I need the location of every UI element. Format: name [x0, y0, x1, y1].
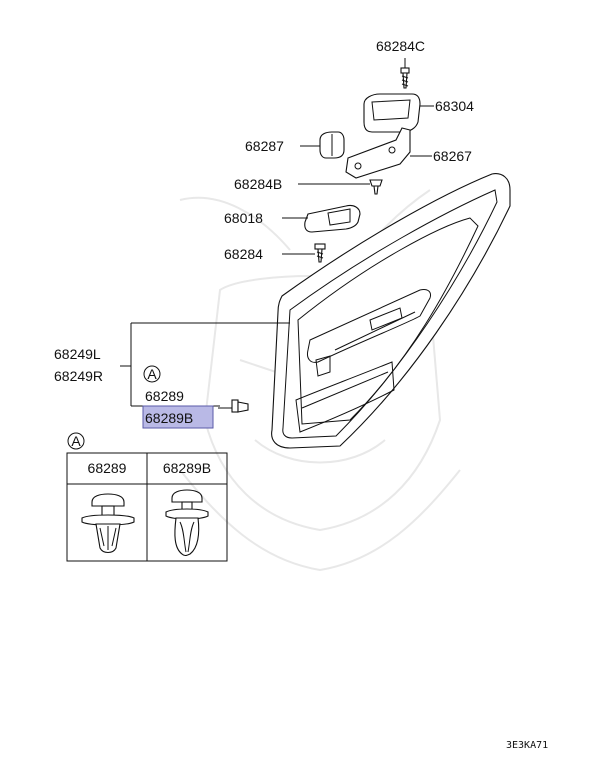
label-68267: 68267	[433, 148, 472, 164]
table-callout-a: A	[67, 432, 85, 450]
label-68284: 68284	[224, 246, 263, 262]
label-68249R: 68249R	[54, 368, 103, 384]
clip-68289	[218, 399, 249, 413]
table-callout-letter: A	[71, 433, 81, 449]
label-68249L: 68249L	[54, 346, 101, 362]
label-68284C: 68284C	[376, 38, 425, 54]
clip-68287	[300, 131, 345, 159]
screw-68284C	[400, 58, 410, 89]
screw-68284	[282, 243, 326, 263]
label-68289B: 68289B	[145, 410, 193, 426]
label-68304: 68304	[435, 98, 474, 114]
table-header-68289B: 68289B	[163, 460, 211, 476]
label-68289: 68289	[145, 388, 184, 404]
callout-a-letter: A	[147, 366, 157, 382]
handle-68018	[282, 204, 361, 233]
label-68284B: 68284B	[234, 176, 282, 192]
clip-68289-detail	[81, 493, 135, 554]
screw-68284B	[298, 179, 383, 195]
clip-table: A 68289 68289B	[66, 432, 228, 562]
label-68287: 68287	[245, 138, 284, 154]
drawing-code: 3E3KA71	[506, 740, 548, 751]
highlight-68289B	[142, 405, 214, 429]
table-header-68289: 68289	[88, 460, 127, 476]
bezel-68304	[363, 93, 434, 133]
bracket-68267	[345, 127, 432, 179]
label-68018: 68018	[224, 210, 263, 226]
clip-68289B-detail	[165, 489, 209, 557]
callout-a: A	[143, 365, 161, 383]
door-trim-panel	[271, 173, 511, 449]
